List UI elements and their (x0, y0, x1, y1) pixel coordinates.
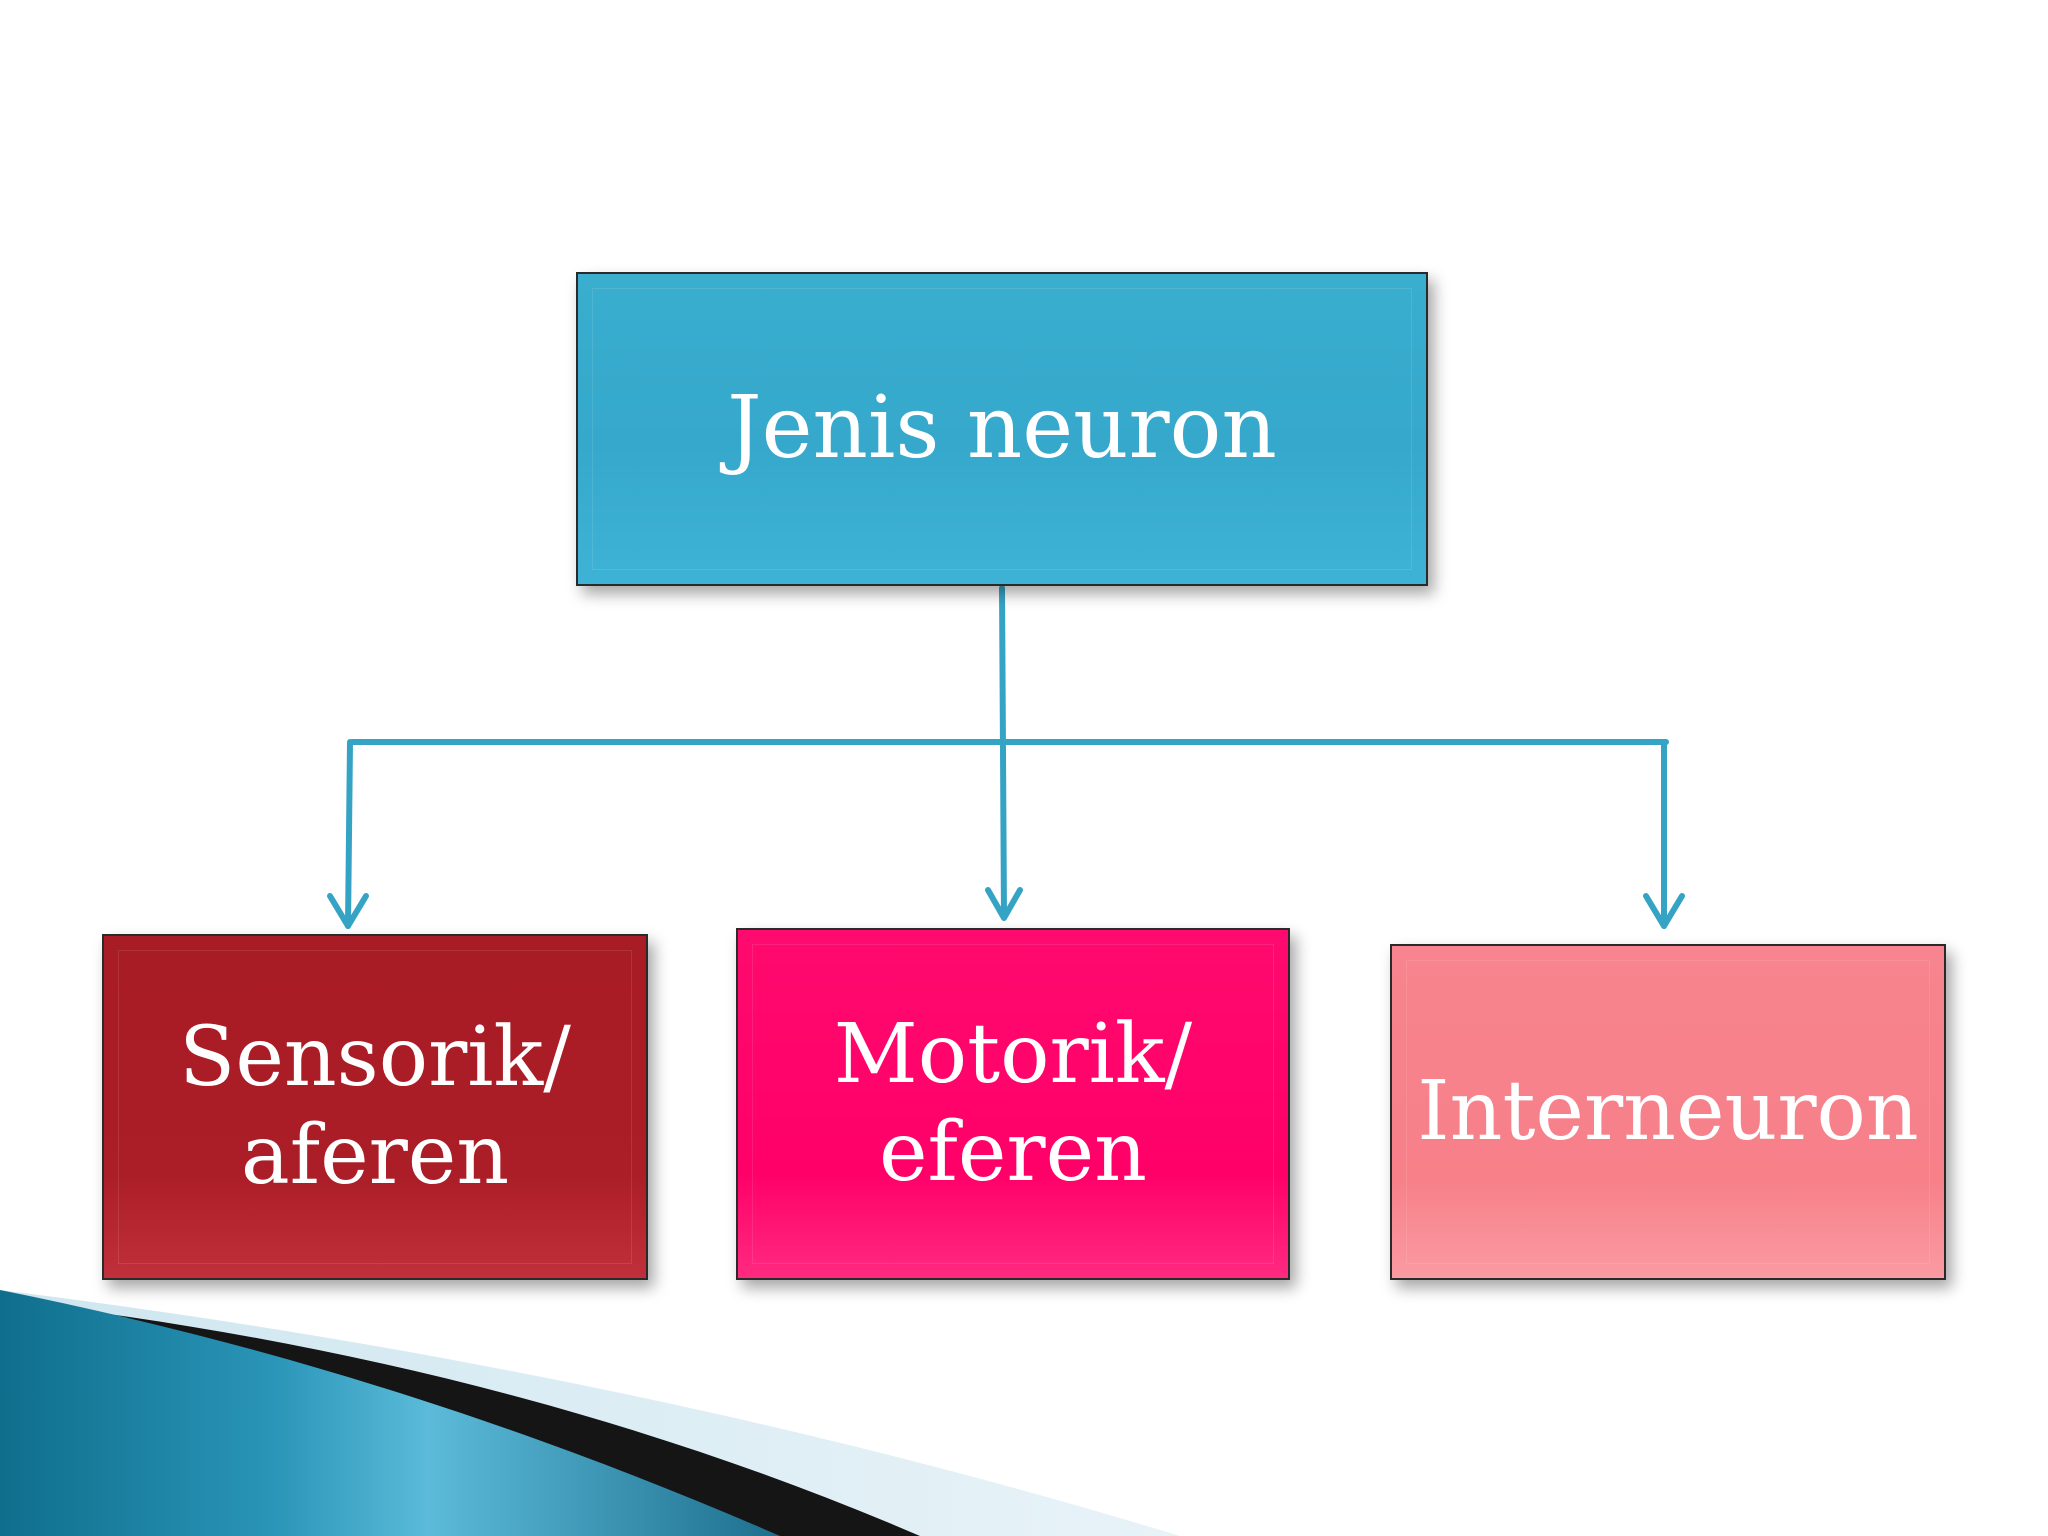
trunk-line (999, 585, 1007, 919)
blue-swoosh (0, 1290, 780, 1536)
left-branch-line (345, 739, 353, 929)
root-node-label: Jenis neuron (727, 378, 1277, 479)
pale-swoosh (0, 1290, 1180, 1536)
sensorik-label: Sensorik/ aferen (179, 1009, 571, 1203)
arrowhead-interneuron (1643, 893, 1685, 929)
child-node-motorik: Motorik/ eferen (736, 928, 1290, 1280)
dark-swoosh (0, 1300, 920, 1536)
child-node-sensorik: Sensorik/ aferen (102, 934, 648, 1280)
root-node-jenis-neuron: Jenis neuron (576, 272, 1428, 586)
interneuron-label: Interneuron (1417, 1063, 1919, 1159)
motorik-label: Motorik/ eferen (833, 1006, 1193, 1200)
child-node-interneuron: Interneuron (1390, 944, 1946, 1280)
arrowhead-sensorik (327, 893, 369, 929)
arrowhead-motorik (985, 887, 1023, 921)
